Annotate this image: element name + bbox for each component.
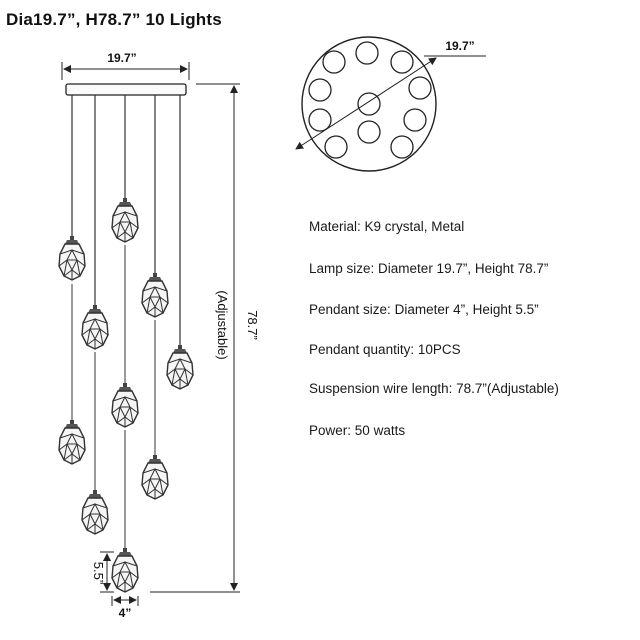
spec-lamp-size-label: Lamp size: — [309, 261, 375, 276]
crystal-pendant-8 — [141, 454, 169, 500]
spec-power: Power: 50 watts — [309, 423, 405, 438]
top-view-diameter-line — [295, 57, 437, 150]
suspension-wires-lower — [71, 245, 156, 550]
spec-pendant-quantity: Pendant quantity: 10PCS — [309, 342, 461, 357]
spec-power-label: Power: — [309, 423, 352, 438]
top-view-diameter-label: 19.7” — [445, 39, 474, 53]
product-title: Dia19.7”, H78.7” 10 Lights — [6, 10, 222, 29]
crystal-pendants — [58, 197, 194, 593]
crystal-pendant-4 — [81, 304, 109, 350]
crystal-pendant-1 — [111, 197, 139, 243]
pendant-width-label: 4” — [119, 606, 132, 620]
crystal-pendant-3 — [141, 272, 169, 318]
spec-pendant-size: Pendant size: Diameter 4”, Height 5.5” — [309, 302, 539, 317]
spec-pendant-size-value: Diameter 4”, Height 5.5” — [394, 302, 539, 317]
canopy-width-dimension: 19.7” — [61, 51, 190, 80]
adjustable-label: (Adjustable) — [215, 290, 230, 359]
canopy-width-label: 19.7” — [107, 51, 136, 65]
spec-wire-length-value: 78.7”(Adjustable) — [456, 381, 559, 396]
crystal-pendant-10 — [111, 547, 139, 593]
spec-material-label: Material: — [309, 219, 361, 234]
spec-power-value: 50 watts — [354, 423, 406, 438]
spec-lamp-size: Lamp size: Diameter 19.7”, Height 78.7” — [309, 261, 548, 276]
top-view: 19.7” — [295, 36, 486, 172]
crystal-pendant-7 — [58, 419, 86, 465]
crystal-pendant-2 — [58, 235, 86, 281]
pendant-width-dimension: 4” — [111, 596, 139, 620]
spec-pendant-size-label: Pendant size: — [309, 302, 391, 317]
spec-material: Material: K9 crystal, Metal — [309, 219, 464, 234]
spec-wire-length-label: Suspension wire length: — [309, 381, 453, 396]
spec-pendant-quantity-label: Pendant quantity: — [309, 342, 415, 357]
pendant-height-label: 5.5” — [91, 562, 106, 584]
spec-lamp-size-value: Diameter 19.7”, Height 78.7” — [378, 261, 549, 276]
crystal-pendant-5 — [166, 344, 194, 390]
overall-height-dimension: 78.7” (Adjustable) — [150, 83, 260, 593]
ceiling-canopy — [65, 83, 187, 96]
spec-material-value: K9 crystal, Metal — [364, 219, 465, 234]
crystal-pendant-9 — [81, 489, 109, 535]
suspension-wires — [71, 95, 181, 345]
spec-wire-length: Suspension wire length: 78.7”(Adjustable… — [309, 381, 559, 396]
crystal-pendant-6 — [111, 382, 139, 428]
spec-pendant-quantity-value: 10PCS — [417, 342, 461, 357]
overall-height-label: 78.7” — [245, 310, 260, 340]
pendant-height-dimension: 5.5” — [91, 551, 114, 593]
